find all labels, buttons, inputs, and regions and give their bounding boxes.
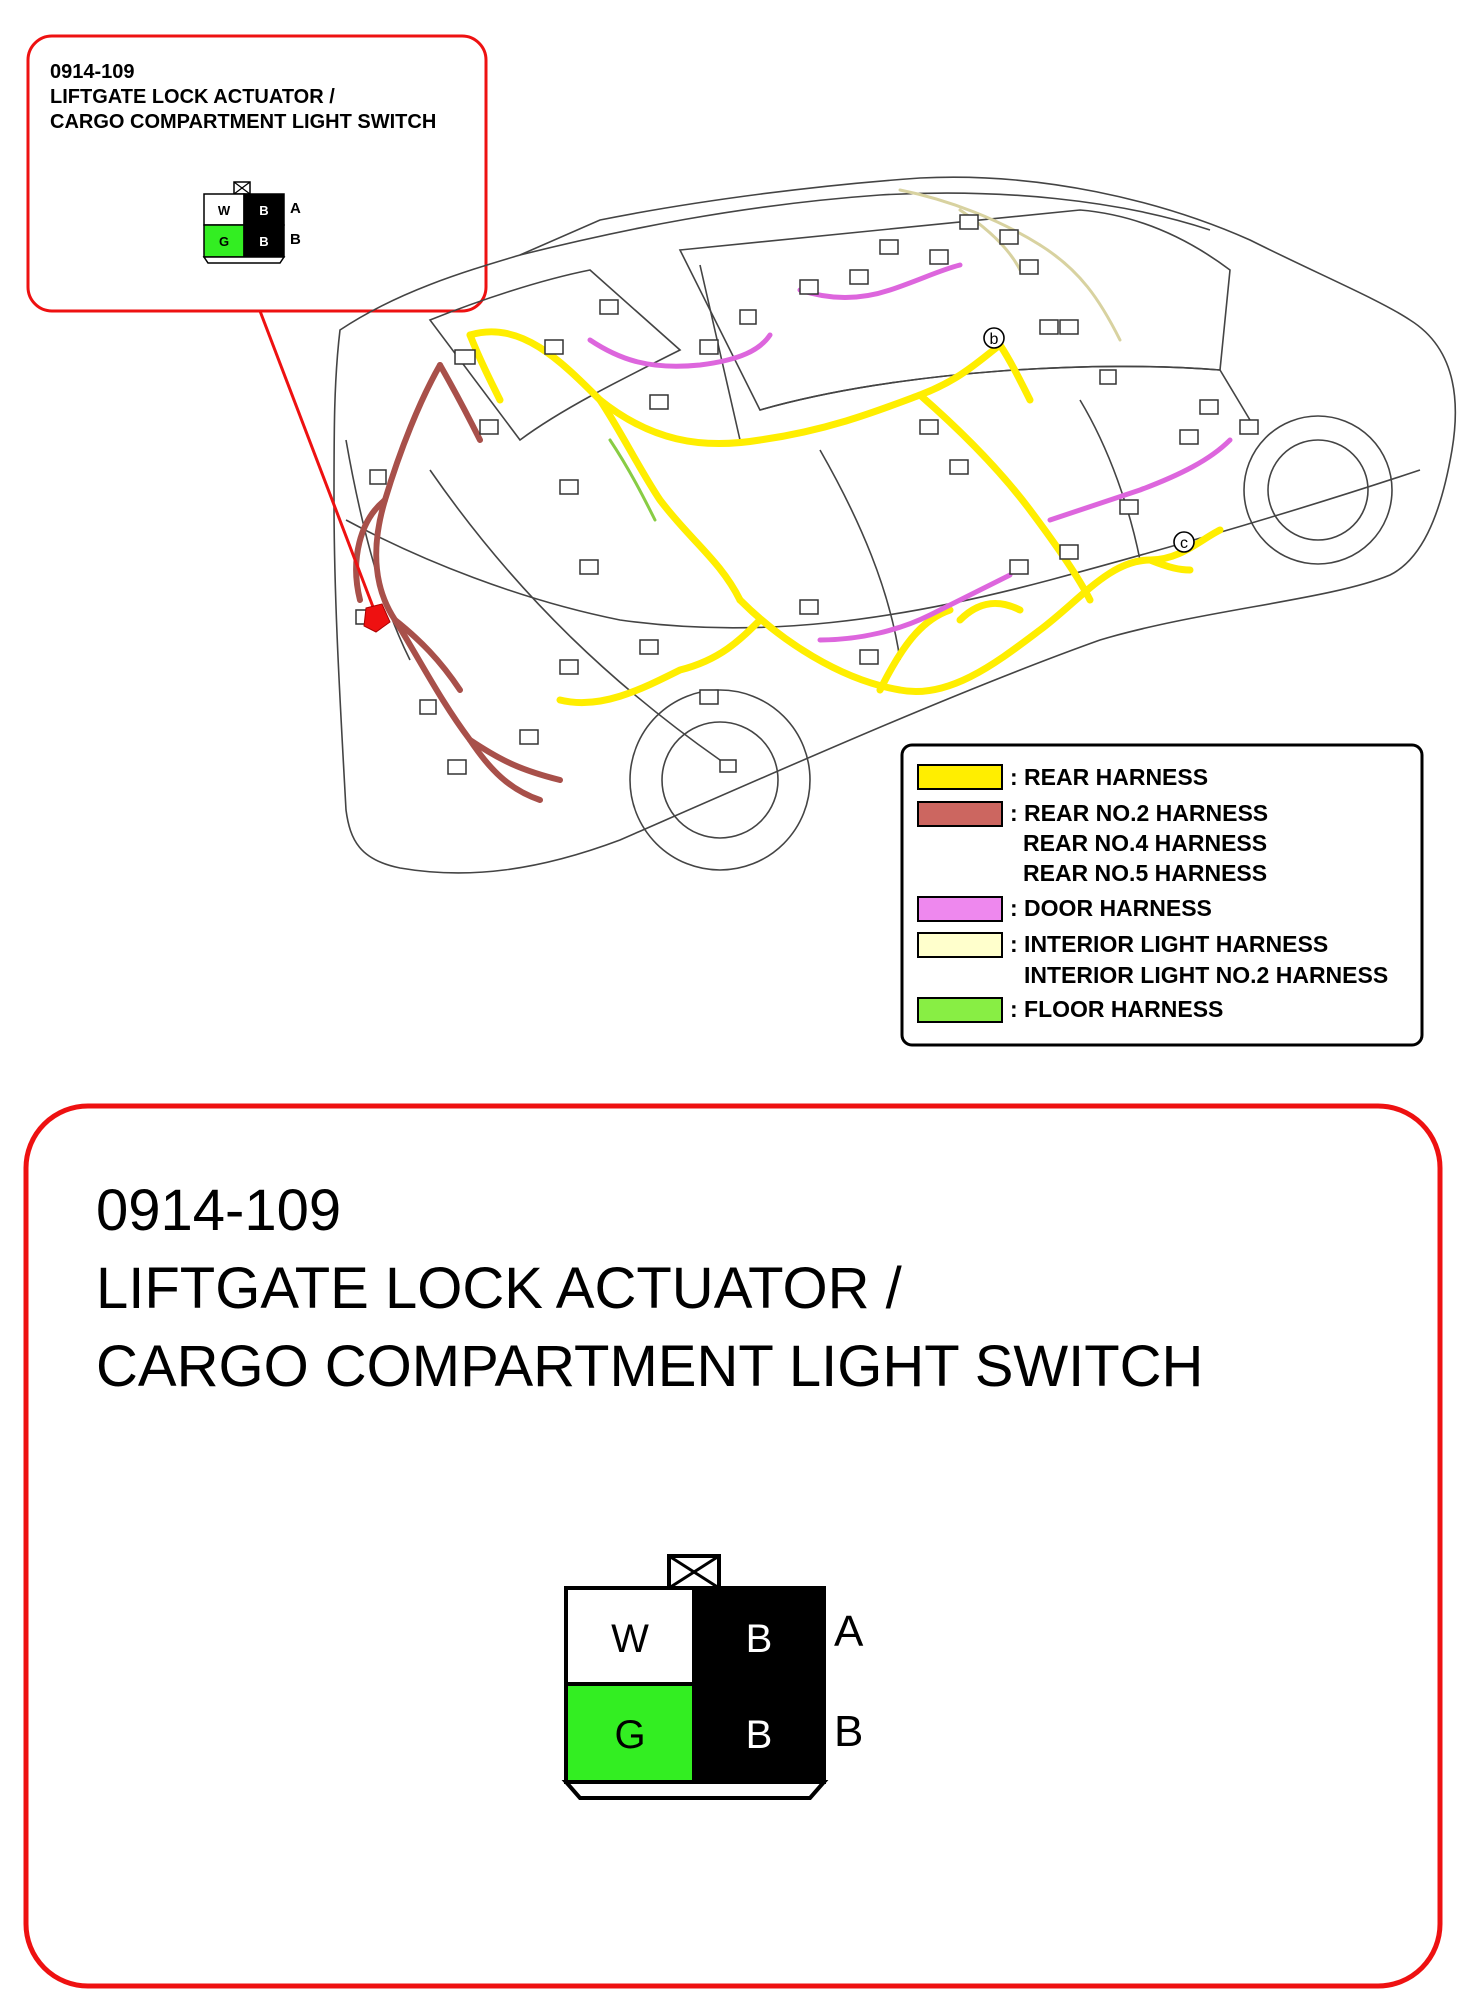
harness-legend: : REAR HARNESS : REAR NO.2 HARNESS REAR …: [900, 743, 1424, 1047]
connector-code: 0914-109: [96, 1178, 341, 1243]
inset-connector-code: 0914-109: [50, 61, 135, 83]
legend-label-rear-no4: REAR NO.4 HARNESS: [1023, 830, 1267, 856]
inset-connector-face: W B G B A B: [202, 181, 301, 264]
inset-callout: 0914-109 LIFTGATE LOCK ACTUATOR / CARGO …: [26, 34, 488, 313]
legend-label-floor: : FLOOR HARNESS: [1010, 996, 1223, 1022]
inset-pin-a1: W: [218, 203, 231, 218]
harness-floor: [608, 438, 657, 522]
callout-b: b: [983, 327, 1005, 349]
pin-a2: B: [746, 1617, 773, 1661]
vehicle-outline: [333, 176, 1457, 874]
pin-b1: G: [614, 1713, 645, 1757]
legend-label-interior: : INTERIOR LIGHT HARNESS: [1010, 931, 1328, 957]
row-label-b: B: [834, 1707, 863, 1756]
row-label-a: A: [834, 1607, 864, 1656]
connector-locator: [258, 310, 391, 633]
connector-title-1: LIFTGATE LOCK ACTUATOR /: [96, 1256, 903, 1321]
inset-pin-b2: B: [259, 234, 268, 249]
inset-pin-b1: G: [219, 234, 229, 249]
legend-label-rear: : REAR HARNESS: [1010, 764, 1208, 790]
inset-row-b: B: [290, 231, 301, 248]
svg-text:c: c: [1180, 535, 1188, 552]
svg-text:b: b: [990, 331, 999, 348]
legend-swatch-interior: [917, 932, 1003, 958]
inset-row-a: A: [290, 200, 301, 217]
harness-rear-no2: [353, 362, 563, 803]
connector-face: W B G B A B: [561, 1554, 864, 1800]
inset-connector-title-2: CARGO COMPARTMENT LIGHT SWITCH: [50, 111, 436, 133]
pin-b2: B: [746, 1713, 773, 1757]
harness-interior: [898, 188, 1122, 342]
pin-a1: W: [611, 1617, 649, 1661]
legend-swatch-rear: [917, 764, 1003, 790]
harness-rear: [466, 328, 1224, 707]
legend-label-rear-no5: REAR NO.5 HARNESS: [1023, 860, 1267, 886]
inset-pin-a2: B: [259, 203, 268, 218]
legend-label-interior-no2: INTERIOR LIGHT NO.2 HARNESS: [1024, 962, 1388, 988]
legend-label-door: : DOOR HARNESS: [1010, 895, 1212, 921]
connector-title-2: CARGO COMPARTMENT LIGHT SWITCH: [96, 1334, 1203, 1399]
callout-c: c: [1173, 531, 1195, 553]
connector-detail-panel: 0914-109 LIFTGATE LOCK ACTUATOR / CARGO …: [23, 1103, 1443, 1989]
inset-connector-title-1: LIFTGATE LOCK ACTUATOR /: [50, 86, 335, 108]
legend-swatch-rear-no2: [917, 801, 1003, 827]
legend-swatch-door: [917, 896, 1003, 922]
harness-door: [587, 262, 1233, 643]
legend-label-rear-no2: : REAR NO.2 HARNESS: [1010, 800, 1268, 826]
connector-blocks: [355, 214, 1259, 775]
legend-swatch-floor: [917, 997, 1003, 1023]
